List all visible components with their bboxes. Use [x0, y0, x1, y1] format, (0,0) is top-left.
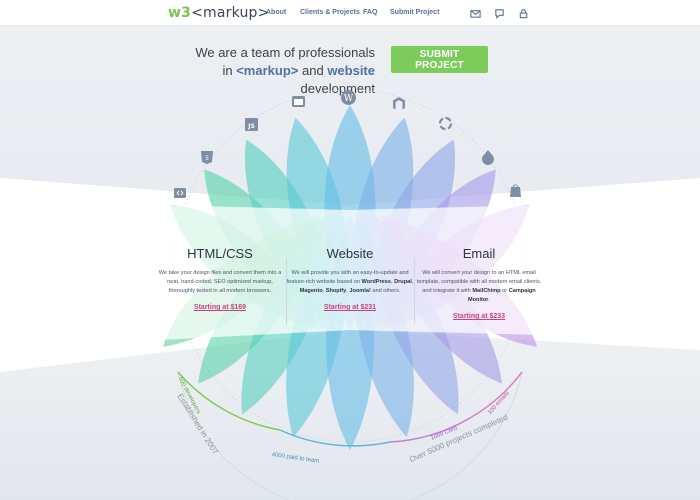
top-navigation-bar: w3<markup> About Clients & Projects FAQ …: [0, 0, 700, 26]
column-divider: [286, 258, 287, 324]
service-title: Website: [326, 246, 374, 261]
mail-icon[interactable]: [470, 6, 482, 18]
lock-icon[interactable]: [518, 6, 530, 19]
service-price-link[interactable]: Starting at $233: [452, 313, 506, 320]
chat-icon[interactable]: [494, 6, 506, 19]
service-website: Website We will provide you with an easy…: [285, 246, 415, 314]
nav-faq[interactable]: FAQ: [363, 9, 378, 16]
stats-arc-track: [177, 371, 523, 500]
center-overlay: [160, 205, 540, 340]
service-html-css: HTML/CSS We take your design files and c…: [155, 246, 285, 314]
nav-about[interactable]: About: [266, 9, 287, 16]
hero-headline: We are a team of professionals in <marku…: [195, 45, 375, 96]
nav-clients-projects[interactable]: Clients & Projects: [300, 9, 360, 16]
service-title: Email: [462, 246, 496, 261]
stats-arc-pink: [469, 371, 523, 419]
site-logo[interactable]: w3<markup>: [168, 5, 270, 21]
submit-project-button[interactable]: SUBMIT PROJECT: [391, 46, 488, 73]
stats-arc-blue: [279, 429, 391, 447]
service-price-link[interactable]: Starting at $231: [323, 304, 377, 311]
service-title: HTML/CSS: [187, 246, 253, 261]
nav-submit-project[interactable]: Submit Project: [390, 9, 440, 16]
service-email: Email We will convert your design to an …: [414, 246, 544, 323]
service-description: We take your design files and convert th…: [158, 270, 282, 294]
stats-arc-purple: [389, 417, 471, 443]
column-divider: [414, 258, 415, 324]
service-price-link[interactable]: Starting at $169: [193, 304, 247, 311]
service-description: We will provide you with an easy-to-upda…: [286, 270, 414, 294]
stats-arc-green: [177, 371, 281, 431]
service-description: We will convert your design to an HTML e…: [416, 270, 542, 303]
